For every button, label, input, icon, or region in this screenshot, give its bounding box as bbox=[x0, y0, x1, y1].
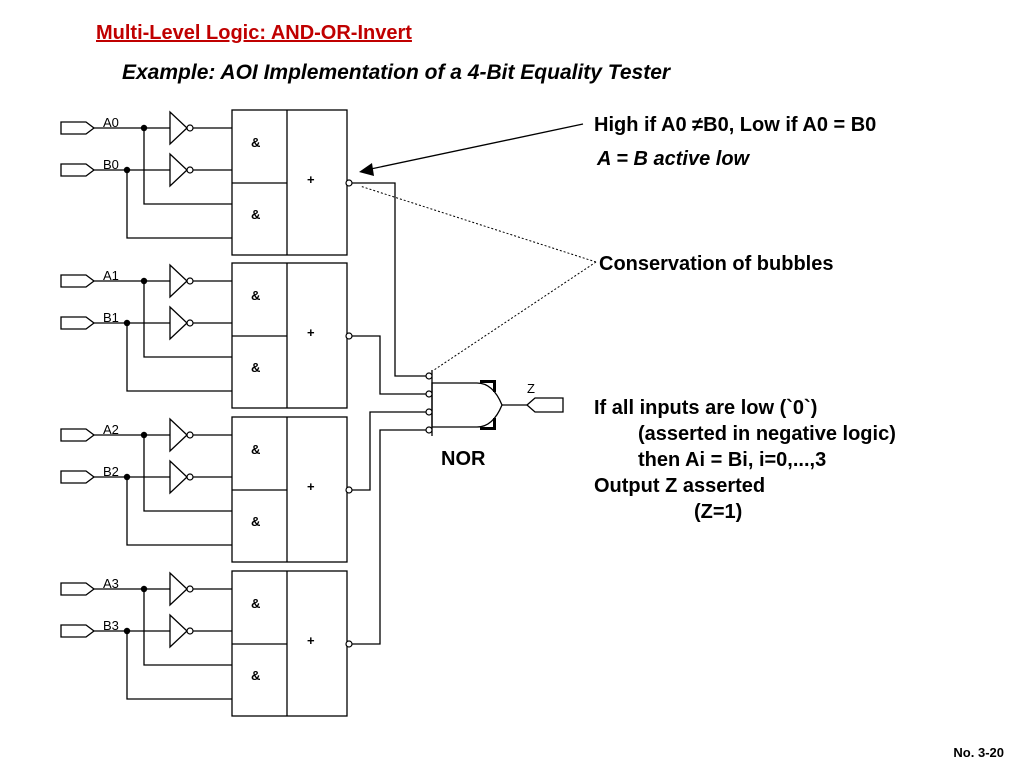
nor-gate-mark bbox=[493, 418, 496, 430]
page-subtitle: Example: AOI Implementation of a 4-Bit E… bbox=[122, 61, 671, 84]
or-symbol: + bbox=[307, 479, 315, 494]
aoi-to-nor-wire-1 bbox=[352, 335, 429, 395]
input-label-a0: A0 bbox=[103, 115, 119, 130]
slide-number: No. 3-20 bbox=[953, 745, 1004, 760]
wire bbox=[143, 435, 232, 512]
inversion-bubble bbox=[186, 166, 194, 174]
inverter-b3 bbox=[169, 613, 188, 649]
nor-input-bubble bbox=[425, 372, 433, 380]
page-title: Multi-Level Logic: AND-OR-Invert bbox=[96, 22, 412, 44]
and-symbol: & bbox=[251, 207, 260, 222]
nor-input-bubble bbox=[425, 390, 433, 398]
arrow-head bbox=[359, 163, 374, 176]
annotation-active-low: A = B active low bbox=[597, 148, 750, 170]
input-label-a2: A2 bbox=[103, 422, 119, 437]
output-label-z: Z bbox=[527, 381, 535, 396]
and-symbol: & bbox=[251, 135, 260, 150]
wire bbox=[143, 281, 232, 358]
annotation-condition-4: Output Z asserted bbox=[594, 475, 766, 497]
wire bbox=[126, 323, 232, 392]
inverter-a0 bbox=[169, 110, 188, 146]
and-symbol: & bbox=[251, 360, 260, 375]
nor-gate-body bbox=[431, 382, 503, 428]
aoi-output-bubble-0 bbox=[345, 179, 353, 187]
inverter-a3 bbox=[169, 571, 188, 607]
input-connector-b3 bbox=[60, 624, 96, 638]
input-label-b2: B2 bbox=[103, 464, 119, 479]
input-connector-a3 bbox=[60, 582, 96, 596]
annotation-condition-1: If all inputs are low (`0`) bbox=[594, 397, 818, 419]
input-label-b1: B1 bbox=[103, 310, 119, 325]
input-connector-a2 bbox=[60, 428, 96, 442]
inverter-b1 bbox=[169, 305, 188, 341]
input-connector-b2 bbox=[60, 470, 96, 484]
nor-label: NOR bbox=[441, 448, 486, 470]
inversion-bubble bbox=[186, 319, 194, 327]
annotation-condition-5: (Z=1) bbox=[694, 501, 743, 523]
wire bbox=[126, 477, 232, 546]
inverter-b0 bbox=[169, 152, 188, 188]
input-connector-b1 bbox=[60, 316, 96, 330]
nor-gate-mark bbox=[480, 380, 496, 383]
or-symbol: + bbox=[307, 172, 315, 187]
output-connector-z bbox=[526, 397, 564, 413]
wire bbox=[143, 128, 232, 205]
wire bbox=[126, 631, 232, 700]
input-label-a1: A1 bbox=[103, 268, 119, 283]
aoi-to-nor-wire-3 bbox=[352, 429, 429, 645]
inverter-a2 bbox=[169, 417, 188, 453]
inversion-bubble bbox=[186, 431, 194, 439]
wire bbox=[126, 170, 232, 239]
aoi-to-nor-wire-2 bbox=[352, 411, 429, 491]
or-symbol: + bbox=[307, 325, 315, 340]
input-label-b0: B0 bbox=[103, 157, 119, 172]
nor-gate-mark bbox=[493, 380, 496, 392]
inverter-a1 bbox=[169, 263, 188, 299]
annotation-condition-3: then Ai = Bi, i=0,...,3 bbox=[638, 449, 827, 471]
input-connector-b0 bbox=[60, 163, 96, 177]
arrow-line bbox=[365, 123, 584, 171]
or-symbol: + bbox=[307, 633, 315, 648]
aoi-output-bubble-2 bbox=[345, 486, 353, 494]
input-connector-a0 bbox=[60, 121, 96, 135]
input-label-b3: B3 bbox=[103, 618, 119, 633]
and-symbol: & bbox=[251, 596, 260, 611]
inversion-bubble bbox=[186, 124, 194, 132]
annotation-bubbles: Conservation of bubbles bbox=[599, 253, 834, 275]
annotation-high-low: High if A0 ≠B0, Low if A0 = B0 bbox=[594, 114, 877, 136]
inversion-bubble bbox=[186, 277, 194, 285]
inverter-b2 bbox=[169, 459, 188, 495]
and-symbol: & bbox=[251, 668, 260, 683]
and-symbol: & bbox=[251, 442, 260, 457]
inversion-bubble bbox=[186, 627, 194, 635]
aoi-to-nor-wire-0 bbox=[352, 182, 429, 377]
input-label-a3: A3 bbox=[103, 576, 119, 591]
input-connector-a1 bbox=[60, 274, 96, 288]
nor-gate-mark bbox=[480, 427, 496, 430]
bubble-leader-line bbox=[433, 261, 597, 371]
inversion-bubble bbox=[186, 585, 194, 593]
annotation-condition-2: (asserted in negative logic) bbox=[638, 423, 896, 445]
bubble-leader-line bbox=[359, 185, 597, 263]
nor-input-bubble bbox=[425, 426, 433, 434]
nor-input-bubble bbox=[425, 408, 433, 416]
wire bbox=[143, 589, 232, 666]
and-symbol: & bbox=[251, 288, 260, 303]
aoi-output-bubble-3 bbox=[345, 640, 353, 648]
aoi-output-bubble-1 bbox=[345, 332, 353, 340]
and-symbol: & bbox=[251, 514, 260, 529]
inversion-bubble bbox=[186, 473, 194, 481]
